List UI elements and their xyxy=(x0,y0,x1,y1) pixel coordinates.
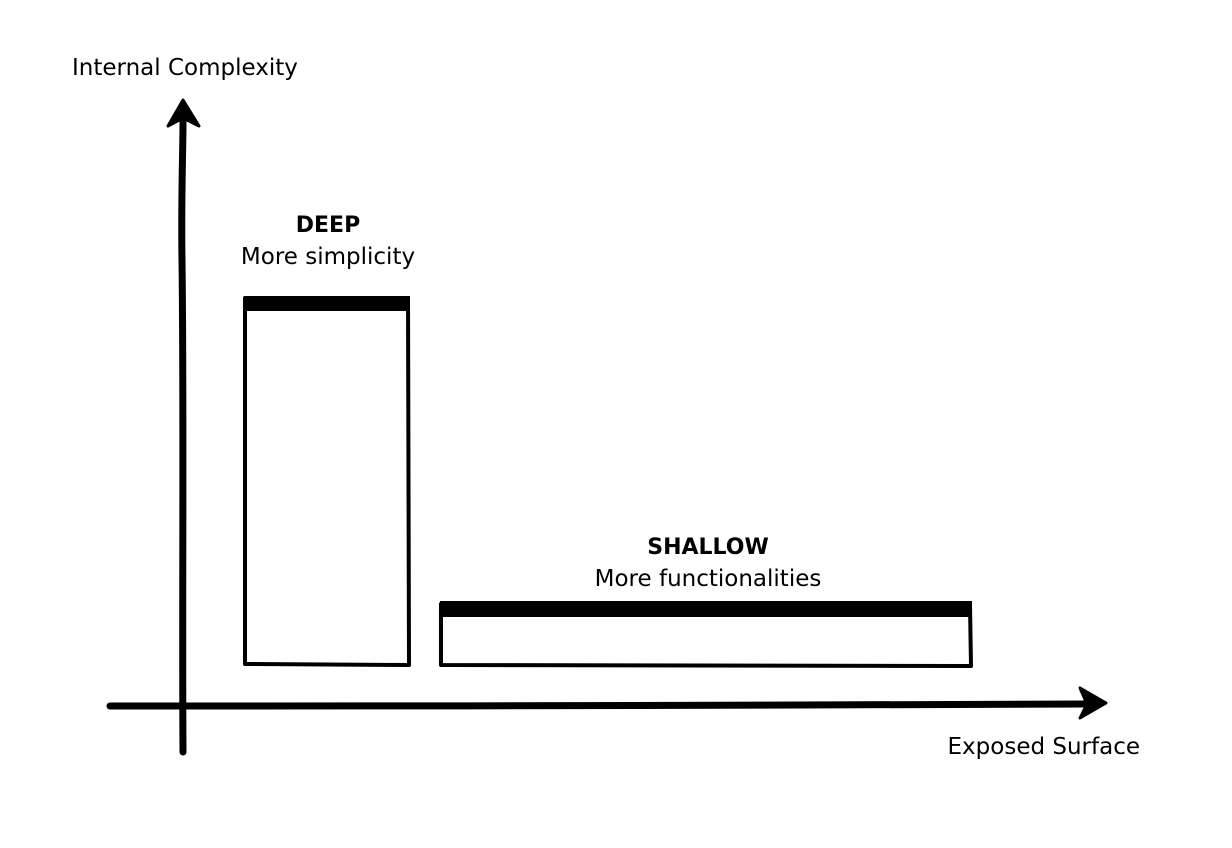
deep-box-top-bar xyxy=(244,296,410,311)
x-axis-label: Exposed Surface xyxy=(948,734,1140,760)
deep-box: DEEP More simplicity xyxy=(241,213,415,667)
y-axis-arrowhead xyxy=(166,98,201,128)
y-axis-line xyxy=(178,118,187,756)
x-axis-line xyxy=(106,700,1090,710)
deep-box-subtitle: More simplicity xyxy=(241,244,415,270)
deep-box-outline xyxy=(243,296,411,667)
deep-box-title: DEEP xyxy=(296,213,360,238)
y-axis-label: Internal Complexity xyxy=(72,55,298,81)
x-axis xyxy=(106,686,1108,720)
shallow-box-subtitle: More functionalities xyxy=(595,566,822,592)
y-axis xyxy=(166,98,201,756)
x-axis-arrowhead xyxy=(1078,686,1108,720)
shallow-box-top-bar xyxy=(440,601,972,617)
shallow-box: SHALLOW More functionalities xyxy=(439,535,973,668)
shallow-box-title: SHALLOW xyxy=(647,535,769,560)
